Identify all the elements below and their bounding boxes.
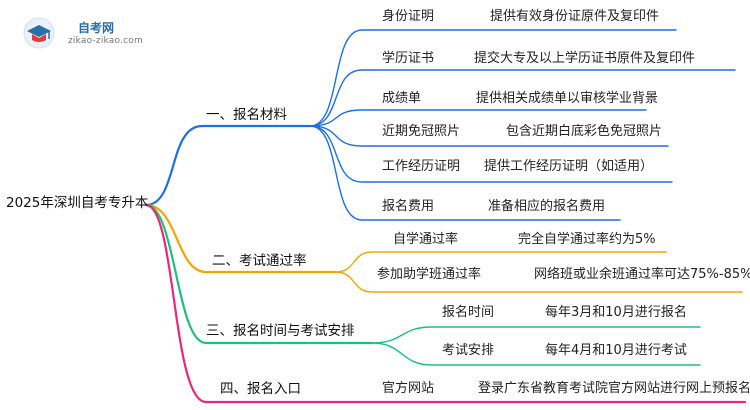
branch-label-materials: 一、报名材料 <box>206 107 287 123</box>
branch-label-entry: 四、报名入口 <box>220 381 301 397</box>
node-key: 参加助学班通过率 <box>377 267 482 282</box>
root-to-branch-materials <box>144 124 312 207</box>
node-value: 网络班或业余班通过率可达75%-85% <box>534 267 750 282</box>
node-key: 报名费用 <box>382 199 435 214</box>
branch-connector <box>335 251 667 273</box>
node-key: 近期免冠照片 <box>382 124 461 139</box>
logo-name: 自考网 <box>78 21 115 35</box>
branch-connector <box>309 125 373 183</box>
node-key: 自学通过率 <box>393 232 459 247</box>
node-value: 登录广东省教育考试院官方网站进行网上预报名 <box>478 381 750 396</box>
node-key: 官方网站 <box>382 381 435 396</box>
branch-connector <box>309 125 373 147</box>
node-value: 提供相关成绩单以审核学业背景 <box>476 91 659 106</box>
node-key: 成绩单 <box>382 91 422 106</box>
logo-url: zikao-zikao.com <box>68 36 143 46</box>
branch-connector <box>309 109 373 127</box>
node-key: 报名时间 <box>442 305 495 320</box>
node-value: 完全自学通过率约为5% <box>518 232 656 247</box>
branch-connector <box>335 271 743 293</box>
site-logo: 自考网 zikao-zikao.com <box>22 14 172 54</box>
node-key: 考试安排 <box>442 343 495 358</box>
node-value: 准备相应的报名费用 <box>488 199 606 214</box>
root-topic: 2025年深圳自考专升本 <box>6 195 149 211</box>
branch-connector <box>371 326 701 344</box>
branch-connector <box>309 69 373 127</box>
node-value: 提供工作经历证明（如适用） <box>484 159 654 174</box>
branch-connector <box>309 29 373 127</box>
node-value: 提交大专及以上学历证书原件及复印件 <box>474 51 696 66</box>
branch-label-pass-rate: 二、考试通过率 <box>212 253 307 269</box>
graduation-cap-icon <box>23 17 55 49</box>
branch-connector <box>371 342 701 366</box>
branch-label-schedule: 三、报名时间与考试安排 <box>206 323 355 339</box>
node-key: 工作经历证明 <box>382 159 461 174</box>
root-to-branch-entry <box>144 203 747 404</box>
node-value: 提供有效身份证原件及复印件 <box>490 9 660 24</box>
branch-connector <box>309 125 373 221</box>
node-value: 每年4月和10月进行考试 <box>545 343 687 358</box>
node-key: 身份证明 <box>382 9 435 24</box>
root-to-branch-schedule <box>144 203 374 345</box>
root-to-branch-pass-rate <box>144 203 338 274</box>
node-value: 包含近期白底彩色免冠照片 <box>506 124 663 139</box>
node-key: 学历证书 <box>382 51 435 66</box>
node-value: 每年3月和10月进行报名 <box>545 305 687 320</box>
